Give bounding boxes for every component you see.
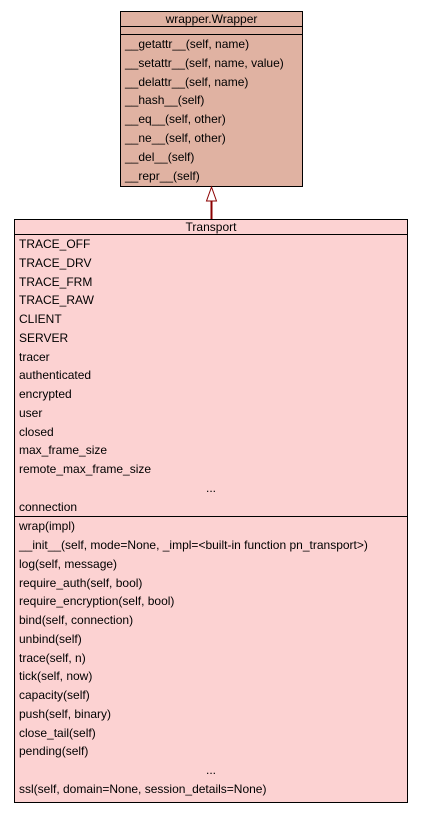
method-item: __getattr__(self, name) [125,37,250,51]
attribute-item: remote_max_frame_size [19,462,152,476]
method-item: unbind(self) [19,631,82,646]
attribute-item: TRACE_DRV [19,255,92,270]
method-item: pending(self) [19,744,89,759]
inheritance-arrowhead [205,185,218,202]
attribute-item: user [19,405,43,420]
method-item: bind(self, connection) [19,613,134,627]
attribute-item: encrypted [19,387,72,401]
method-item: wrap(impl) [19,519,76,534]
attribute-item: closed [19,424,54,439]
method-item: require_auth(self, bool) [19,575,143,590]
attributes-section [121,27,302,35]
method-item: capacity(self) [19,688,90,702]
method-item: ssl(self, domain=None, session_details=N… [19,781,267,796]
method-item: __delattr__(self, name) [125,74,249,89]
attribute-item: connection [19,499,78,514]
ellipsis: ... [205,763,216,777]
method-item: __setattr__(self, name, value) [125,55,284,70]
method-item: push(self, binary) [19,706,112,721]
methods-section: __getattr__(self, name) __setattr__(self,… [121,35,302,185]
attributes-section: TRACE_OFF TRACE_DRV TRACE_FRM TRACE_RAW CLIE… [15,235,407,518]
method-item: close_tail(self) [19,725,96,740]
ellipsis: ... [205,480,216,495]
method-item: trace(self, n) [19,650,86,665]
method-item: __repr__(self) [125,168,200,183]
attribute-item: SERVER [19,330,69,345]
method-item: __hash__(self) [125,93,205,108]
method-item: __ne__(self, other) [125,130,226,145]
method-item: tick(self, now) [19,669,93,684]
method-item: log(self, message) [19,556,118,571]
method-item: __init__(self, mode=None, _impl=<built-i… [19,538,368,552]
method-item: __del__(self) [125,149,195,164]
class-name: wrapper.Wrapper [121,12,302,27]
attribute-item: CLIENT [19,312,62,326]
attribute-item: TRACE_RAW [19,293,94,308]
attribute-item: max_frame_size [19,443,108,458]
method-item: require_encryption(self, bool) [19,594,175,609]
class-name: Transport [15,220,407,235]
methods-section: wrap(impl) __init__(self, mode=None, _imp… [15,517,407,798]
attribute-item: TRACE_FRM [19,274,93,289]
method-item: __eq__(self, other) [125,112,226,127]
attribute-item: TRACE_OFF [19,237,91,251]
attribute-item: tracer [19,349,50,364]
attribute-item: authenticated [19,368,92,383]
class-wrapper-wrapper[interactable]: wrapper.Wrapper __getattr__(self, name)_… [120,11,303,187]
